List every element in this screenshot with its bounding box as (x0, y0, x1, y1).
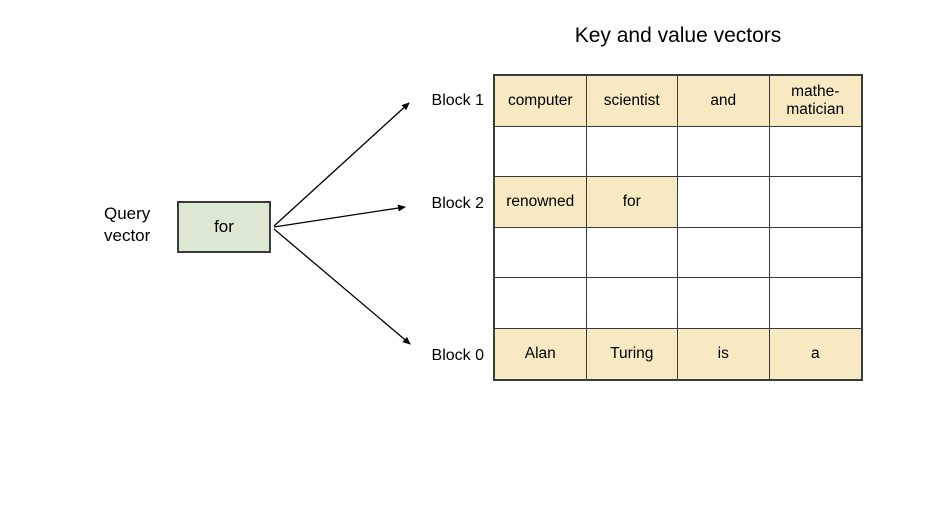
query-vector-label: Query vector (104, 204, 151, 245)
table-cell-r2-c0: renowned (495, 177, 587, 228)
block-0-label: Block 0 (431, 347, 484, 364)
table-cell-r4-c1 (586, 278, 678, 329)
table-cell-r4-c3 (769, 278, 861, 329)
table-cell-r3-c3 (769, 227, 861, 278)
table-cell-r5-c2: is (678, 328, 770, 379)
table-cell-r2-c1: for (586, 177, 678, 228)
table-cell-r0-c1: scientist (586, 76, 678, 127)
table-cell-r1-c2 (678, 126, 770, 177)
diagram-title: Key and value vectors (574, 24, 782, 47)
arrow-to-block-0 (273, 228, 411, 345)
table-cell-r2-c2 (678, 177, 770, 228)
arrow-to-block-2 (273, 204, 406, 228)
table-cell-r2-c3 (769, 177, 861, 228)
query-vector-value: for (214, 217, 234, 236)
table-cell-r4-c2 (678, 278, 770, 329)
table-cell-r5-c3: a (769, 328, 861, 379)
table-cell-r1-c3 (769, 126, 861, 177)
table-cell-r0-c2: and (678, 76, 770, 127)
table-cell-r0-c3: mathe-matician (769, 76, 861, 127)
table-cell-r3-c2 (678, 227, 770, 278)
table-cell-r0-c0: computer (495, 76, 587, 127)
block-1-label: Block 1 (431, 92, 484, 109)
table-cell-r4-c0 (495, 278, 587, 329)
table-cell-r3-c0 (495, 227, 587, 278)
block-2-label: Block 2 (431, 195, 484, 212)
table-cell-r5-c1: Turing (586, 328, 678, 379)
table-cell-r5-c0: Alan (495, 328, 587, 379)
table-cell-r1-c1 (586, 126, 678, 177)
arrow-to-block-1 (273, 102, 410, 227)
table-cell-r3-c1 (586, 227, 678, 278)
table-cell-r1-c0 (495, 126, 587, 177)
query-vector-box: for (177, 201, 271, 253)
